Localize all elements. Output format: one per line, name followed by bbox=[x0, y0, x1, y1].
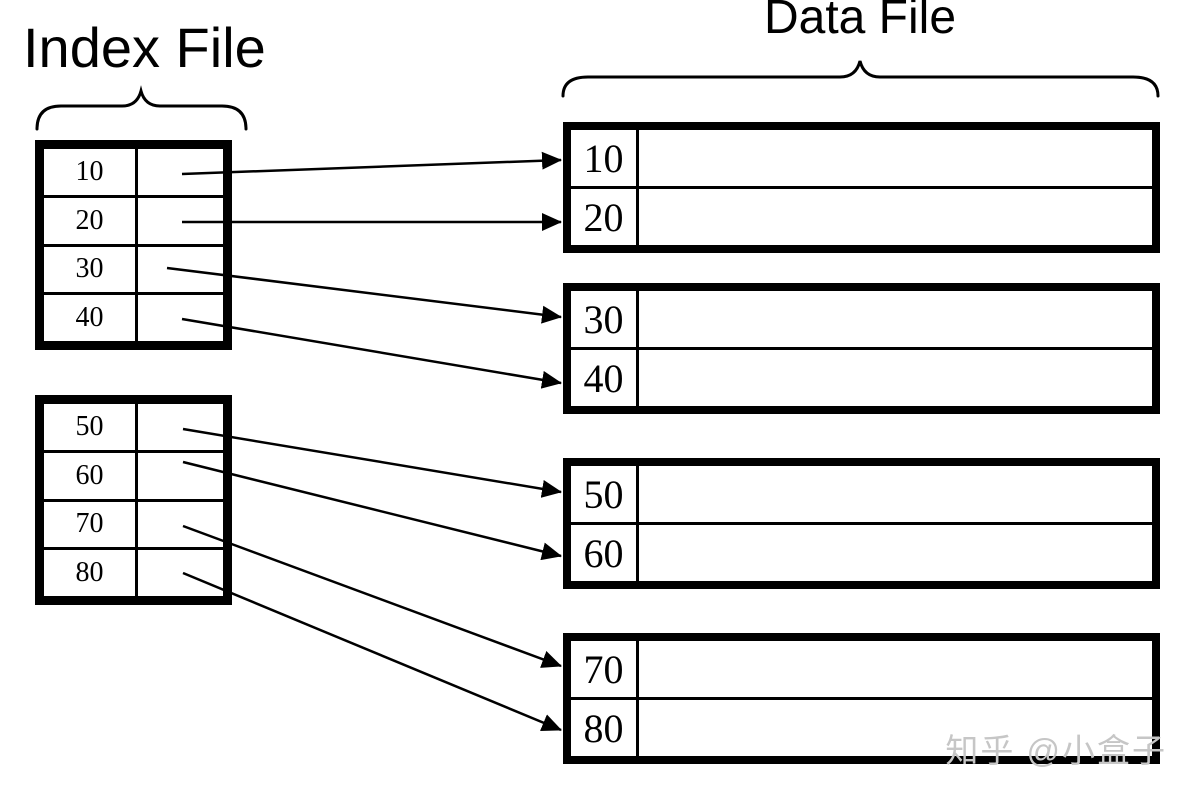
index-entry-40: 40 bbox=[44, 295, 223, 341]
data-record-60: 60 bbox=[571, 525, 1152, 581]
data-record-40: 40 bbox=[571, 350, 1152, 406]
index-pointer-cell bbox=[138, 247, 223, 293]
index-key-cell: 30 bbox=[44, 246, 138, 293]
index-key-cell: 50 bbox=[44, 404, 138, 450]
index-entry-80: 80 bbox=[44, 550, 223, 596]
data-block-4: 70 80 bbox=[563, 633, 1160, 764]
index-key-cell: 20 bbox=[44, 197, 138, 244]
data-record-70: 70 bbox=[571, 641, 1152, 700]
data-key-cell: 50 bbox=[571, 466, 639, 522]
data-block-3: 50 60 bbox=[563, 458, 1160, 589]
index-pointer-cell bbox=[138, 502, 223, 548]
data-record-body bbox=[639, 130, 1152, 186]
index-pointer-cell bbox=[138, 198, 223, 244]
data-record-10: 10 bbox=[571, 130, 1152, 189]
data-block-2: 30 40 bbox=[563, 283, 1160, 414]
data-record-body bbox=[639, 466, 1152, 522]
data-record-20: 20 bbox=[571, 189, 1152, 245]
index-file-title: Index File bbox=[23, 16, 266, 79]
data-key-cell: 20 bbox=[571, 189, 639, 245]
data-file-title: Data File bbox=[763, 0, 957, 44]
watermark: 知乎 @小盒子 bbox=[945, 732, 1167, 769]
index-pointer-cell bbox=[138, 453, 223, 499]
index-key-cell: 80 bbox=[44, 550, 138, 596]
data-key-cell: 80 bbox=[571, 700, 639, 756]
index-entry-20: 20 bbox=[44, 197, 223, 247]
data-key-cell: 70 bbox=[571, 641, 639, 697]
data-file-brace-icon bbox=[561, 60, 1160, 98]
arrow-index70-to-data70 bbox=[182, 524, 562, 668]
arrow-index40-to-data40 bbox=[181, 317, 562, 389]
data-record-50: 50 bbox=[571, 466, 1152, 525]
data-record-body bbox=[639, 189, 1152, 245]
index-key-cell: 70 bbox=[44, 501, 138, 548]
index-pointer-cell bbox=[138, 295, 223, 341]
data-key-cell: 10 bbox=[571, 130, 639, 186]
index-block-1: 10 20 30 40 bbox=[35, 140, 232, 350]
index-key-cell: 10 bbox=[44, 149, 138, 195]
data-record-body bbox=[639, 525, 1152, 581]
arrow-index50-to-data50 bbox=[182, 427, 562, 498]
data-record-body bbox=[639, 291, 1152, 347]
data-key-cell: 40 bbox=[571, 350, 639, 406]
index-entry-60: 60 bbox=[44, 452, 223, 502]
data-record-body bbox=[639, 641, 1152, 697]
data-record-80: 80 bbox=[571, 700, 1152, 756]
index-key-cell: 40 bbox=[44, 295, 138, 341]
arrow-index60-to-data60 bbox=[182, 460, 562, 561]
data-record-30: 30 bbox=[571, 291, 1152, 350]
index-entry-50: 50 bbox=[44, 404, 223, 453]
data-block-1: 10 20 bbox=[563, 122, 1160, 253]
data-key-cell: 60 bbox=[571, 525, 639, 581]
index-file-brace-icon bbox=[35, 85, 248, 131]
data-key-cell: 30 bbox=[571, 291, 639, 347]
index-pointer-cell bbox=[138, 550, 223, 596]
index-pointer-cell bbox=[138, 149, 223, 195]
index-key-cell: 60 bbox=[44, 452, 138, 499]
index-entry-70: 70 bbox=[44, 501, 223, 551]
data-record-body bbox=[639, 350, 1152, 406]
index-pointer-cell bbox=[138, 404, 223, 450]
index-entry-10: 10 bbox=[44, 149, 223, 198]
arrow-index10-to-data10 bbox=[181, 151, 562, 176]
index-entry-30: 30 bbox=[44, 246, 223, 296]
arrow-index80-to-data80 bbox=[182, 571, 562, 732]
index-block-2: 50 60 70 80 bbox=[35, 395, 232, 605]
